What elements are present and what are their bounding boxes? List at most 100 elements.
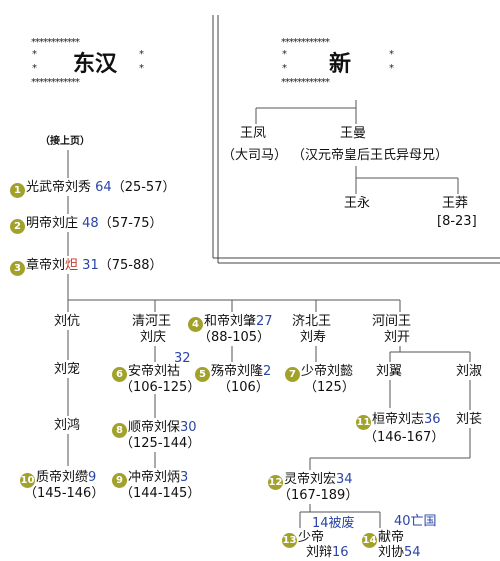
stars-side-r1: * xyxy=(282,49,287,60)
continued-label: （接上页） xyxy=(40,136,90,147)
emperor-4-name: 和帝刘肇 xyxy=(204,314,257,329)
badge-7: 7 xyxy=(285,367,300,382)
wang-mang-years: [8-23] xyxy=(437,214,477,229)
emperor-2-name: 明帝刘庄 xyxy=(26,216,79,231)
liu-qing: 刘庆 xyxy=(140,330,167,345)
stars-side-r4: * xyxy=(389,63,394,74)
emperor-13-name: 少帝 xyxy=(298,530,325,545)
emperor-14-name: 献帝 xyxy=(378,530,405,545)
emperor-10-name: 质帝刘缵 xyxy=(36,470,89,485)
wang-yong-name: 王永 xyxy=(344,196,371,211)
liu-chong: 刘宠 xyxy=(54,362,81,377)
badge-3: 3 xyxy=(10,261,25,276)
emperor-4-num: 27 xyxy=(256,314,273,329)
badge-12: 12 xyxy=(268,475,283,490)
stars-side-r2: * xyxy=(282,63,287,74)
emperor-1-num: 64 xyxy=(95,180,112,195)
emperor-5-years: （106） xyxy=(218,380,269,395)
emperor-9-years: （144-145） xyxy=(120,486,201,501)
emperor-2-num: 48 xyxy=(82,216,99,231)
emperor-9-name: 冲帝刘炳 xyxy=(128,470,181,485)
emperor-4-years: （88-105） xyxy=(198,330,271,345)
emperor-12-years: （167-189） xyxy=(278,488,359,503)
stars-side-l3: * xyxy=(139,49,144,60)
liu-kang: 刘伉 xyxy=(54,314,81,329)
emperor-10-years: （145-146） xyxy=(24,486,105,501)
dynasty-title-eastern-han: 东汉 xyxy=(72,51,117,77)
emperor-11-num: 36 xyxy=(424,412,441,427)
jibei-wang: 济北王 xyxy=(292,314,332,329)
emperor-6-num: 32 xyxy=(174,351,191,366)
emperor-9-num: 3 xyxy=(180,470,189,485)
stars-side-l1: * xyxy=(32,49,37,60)
liu-kai: 刘开 xyxy=(384,330,411,345)
stars-side-l4: * xyxy=(139,63,144,74)
emperor-3-name-a: 章帝刘 xyxy=(26,258,66,273)
emperor-8-name: 顺帝刘保 xyxy=(128,420,181,435)
liu-shou: 刘寿 xyxy=(300,330,327,345)
emperor-3-name-b: 炟 xyxy=(65,258,79,273)
emperor-12-name: 灵帝刘宏 xyxy=(284,472,337,487)
badge-6: 6 xyxy=(112,367,127,382)
badge-11: 11 xyxy=(356,415,371,430)
wang-feng-name: 王凤 xyxy=(240,126,267,141)
hejian-wang: 河间王 xyxy=(372,314,412,329)
wang-man-name: 王曼 xyxy=(340,126,367,141)
emperor-12-num: 34 xyxy=(336,472,353,487)
stars-side-r3: * xyxy=(389,49,394,60)
emperor-6-name: 安帝刘祜 xyxy=(128,364,181,379)
emperor-6-years: （106-125） xyxy=(120,380,201,395)
emperor-2-years: （57-75） xyxy=(98,216,163,231)
emperor-1-name: 光武帝刘秀 xyxy=(26,180,92,195)
badge-9: 9 xyxy=(112,473,127,488)
emperor-8-num: 30 xyxy=(180,420,197,435)
emperor-5-num: 2 xyxy=(263,364,272,379)
emperor-3-years: （75-88） xyxy=(98,258,163,273)
emperor-7-years: （125） xyxy=(304,380,355,395)
badge-5: 5 xyxy=(195,367,210,382)
badge-8: 8 xyxy=(112,423,127,438)
emperor-14-note: 40亡国 xyxy=(394,514,437,529)
emperor-13-note: 14被废 xyxy=(312,516,355,531)
emperor-5-name: 殇帝刘隆 xyxy=(211,364,264,379)
wang-mang-name: 王莽 xyxy=(442,196,469,211)
emperor-7-name: 少帝刘懿 xyxy=(301,364,354,379)
badge-14: 14 xyxy=(362,533,377,548)
stars-top-left: ************ xyxy=(31,37,80,48)
wang-man-note: （汉元帝皇后王氏异母兄） xyxy=(292,148,449,163)
liu-chang: 刘苌 xyxy=(456,412,483,427)
emperor-14-name2: 刘协54 xyxy=(378,545,421,561)
badge-2: 2 xyxy=(10,219,25,234)
emperor-11-name: 桓帝刘志 xyxy=(372,412,425,427)
emperor-8-years: （125-144） xyxy=(120,436,201,451)
emperor-13-name2: 刘辩16 xyxy=(306,545,349,561)
badge-4: 4 xyxy=(188,317,203,332)
emperor-1-years: （25-57） xyxy=(111,180,176,195)
qinghe-wang: 清河王 xyxy=(132,314,172,329)
stars-bottom-right: ************ xyxy=(281,77,330,88)
stars-top-right: ************ xyxy=(281,37,330,48)
emperor-11-years: （146-167） xyxy=(364,430,445,445)
stars-bottom-left: ************ xyxy=(31,77,80,88)
liu-hong: 刘鸿 xyxy=(54,418,81,433)
badge-1: 1 xyxy=(10,183,25,198)
badge-10: 10 xyxy=(20,473,35,488)
emperor-10-num: 9 xyxy=(88,470,97,485)
dynasty-title-xin: 新 xyxy=(328,51,351,77)
liu-shu: 刘淑 xyxy=(456,364,483,379)
